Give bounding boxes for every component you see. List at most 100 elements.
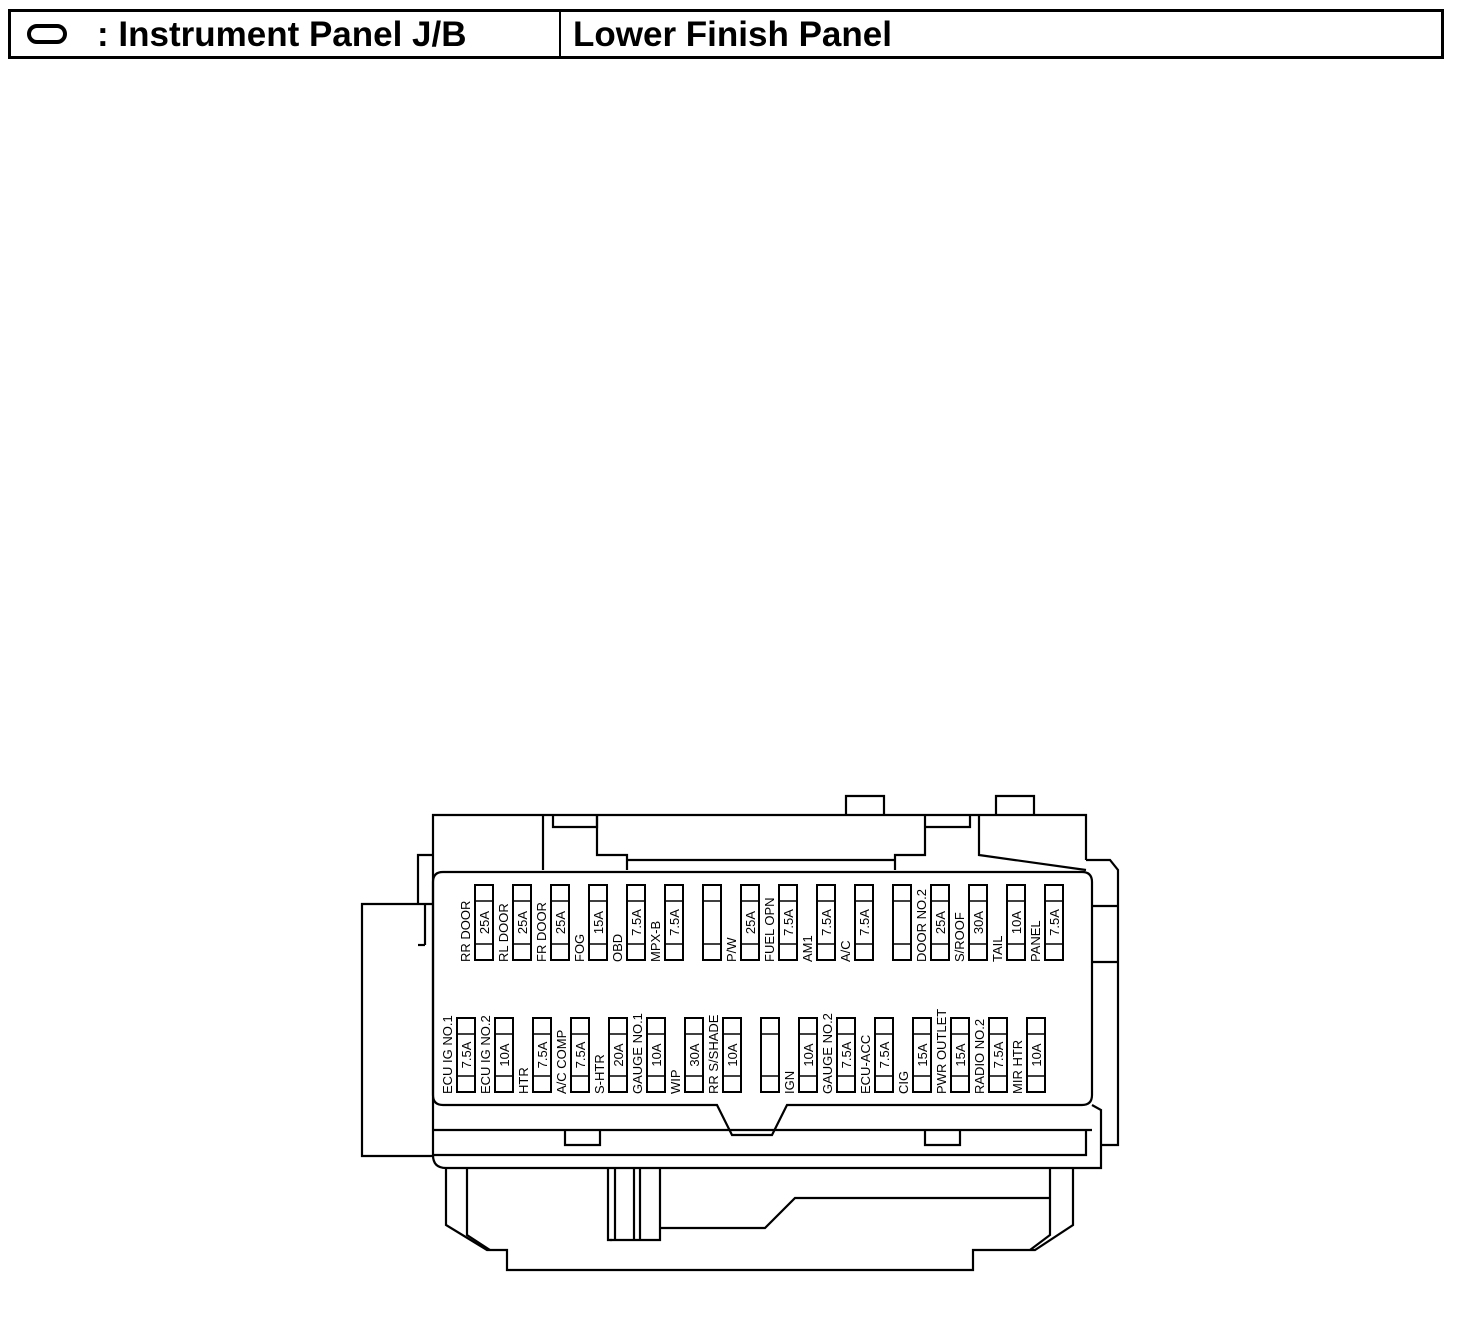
- location-cell: : Instrument Panel J/B: [11, 12, 561, 56]
- fuse-rating: 7.5A: [535, 1041, 550, 1068]
- fuse: 7.5A A/C: [838, 884, 874, 962]
- oval-marker-icon: [27, 24, 67, 44]
- fuse-body: [494, 1017, 514, 1093]
- fuse-rating: 25A: [553, 911, 568, 934]
- fuse-body: [874, 1017, 894, 1093]
- fuse-name: DOOR NO.2: [914, 889, 929, 962]
- fuse-body: [646, 1017, 666, 1093]
- fuse-rating: 10A: [497, 1043, 512, 1066]
- fuse: 7.5A AM1: [800, 884, 836, 962]
- fuse-body: [988, 1017, 1008, 1093]
- fuse-name: RADIO NO.2: [972, 1019, 987, 1094]
- fuse: 10A TAIL: [990, 884, 1026, 963]
- fuse-body: [912, 1017, 932, 1093]
- fuse-name: WIP: [668, 1069, 683, 1094]
- fuse-rating: 7.5A: [1047, 909, 1062, 936]
- fuse-rating: 10A: [801, 1043, 816, 1066]
- fuse-rating: 15A: [915, 1043, 930, 1066]
- fuse-name: ECU IG NO.1: [440, 1015, 455, 1094]
- fuse-rating: 25A: [743, 911, 758, 934]
- fuse-rating: 10A: [1009, 911, 1024, 934]
- fuse-rating: 7.5A: [991, 1041, 1006, 1068]
- fuse-name: AM1: [800, 935, 815, 962]
- fuse-body: [816, 884, 836, 961]
- fuse-rating: 25A: [515, 911, 530, 934]
- fuse-body: [968, 884, 988, 961]
- fuse-name: GAUGE NO.2: [820, 1013, 835, 1094]
- fuse-name: PANEL: [1028, 920, 1043, 962]
- fuse-body: [930, 884, 950, 961]
- fuse-body: [474, 884, 494, 961]
- fuse: 15A PWR OUTLET: [934, 1009, 970, 1094]
- fuse: 15A FOG: [572, 884, 608, 962]
- fuse-body: [512, 884, 532, 961]
- fuse-body: [456, 1017, 476, 1093]
- fuse-name: ECU IG NO.2: [478, 1015, 493, 1094]
- fuse-rating: 7.5A: [573, 1041, 588, 1068]
- fuse: 10A RR S/SHADE: [706, 1014, 742, 1094]
- fuse: 7.5A PANEL: [1028, 884, 1064, 962]
- fuse-body: [950, 1017, 970, 1093]
- fuse-body: [1026, 1017, 1046, 1093]
- fuse-body: [588, 884, 608, 961]
- fuse-name: MPX-B: [648, 921, 663, 962]
- fuse-name: HTR: [516, 1067, 531, 1094]
- fuse: 25A DOOR NO.2: [914, 884, 950, 962]
- panel-label: Lower Finish Panel: [573, 14, 892, 54]
- fuse-body: [854, 884, 874, 961]
- fuse: [702, 884, 722, 961]
- fuse: [760, 1017, 780, 1093]
- fuse-name: FUEL OPN: [762, 897, 777, 962]
- fuse-name: ECU-ACC: [858, 1035, 873, 1094]
- fuse-name: S/ROOF: [952, 912, 967, 962]
- fuse-rating: 7.5A: [667, 909, 682, 936]
- fuse-name: PWR OUTLET: [934, 1009, 949, 1094]
- fuse-rating: 20A: [611, 1043, 626, 1066]
- fuse: 7.5A RADIO NO.2: [972, 1017, 1008, 1094]
- fuse-body: [778, 884, 798, 961]
- fuse-name: IGN: [782, 1071, 797, 1094]
- fuse-name: A/C: [838, 940, 853, 962]
- fuse-rating: 25A: [933, 911, 948, 934]
- fuse-box-housing: [360, 794, 1120, 1272]
- fuse-body: [1006, 884, 1026, 961]
- fuse-body: [740, 884, 760, 961]
- fuse-rating: 25A: [477, 911, 492, 934]
- fuse-rating: 7.5A: [839, 1041, 854, 1068]
- fuse-rating: 15A: [953, 1043, 968, 1066]
- fuse-name: TAIL: [990, 936, 1005, 963]
- fuse-rating: 7.5A: [819, 909, 834, 936]
- fuse-body: [684, 1017, 704, 1093]
- fuse-rating: 10A: [725, 1043, 740, 1066]
- fuse-name: MIR HTR: [1010, 1040, 1025, 1094]
- fuse-body: [550, 884, 570, 961]
- fuse-body: [722, 1017, 742, 1093]
- fuse: 7.5AA/C COMP: [554, 1017, 590, 1094]
- fuse: [892, 884, 912, 961]
- fuse-name: CIG: [896, 1071, 911, 1094]
- fuse-name: RR DOOR: [458, 901, 473, 962]
- fuse-body: [836, 1017, 856, 1093]
- fuse: 7.5A MPX-B: [648, 884, 684, 962]
- fuse-name: FOG: [572, 934, 587, 962]
- fuse-rating: 15A: [591, 911, 606, 934]
- fuse-name: OBD: [610, 934, 625, 962]
- fuse-body: [760, 1017, 780, 1093]
- fuse: 25A RR DOOR: [458, 884, 494, 962]
- fuse-rating: 10A: [649, 1043, 664, 1066]
- fuse: 10A ECU IG NO.2: [478, 1015, 514, 1094]
- fuse-name: RR S/SHADE: [706, 1014, 721, 1094]
- fuse-rating: 7.5A: [857, 909, 872, 936]
